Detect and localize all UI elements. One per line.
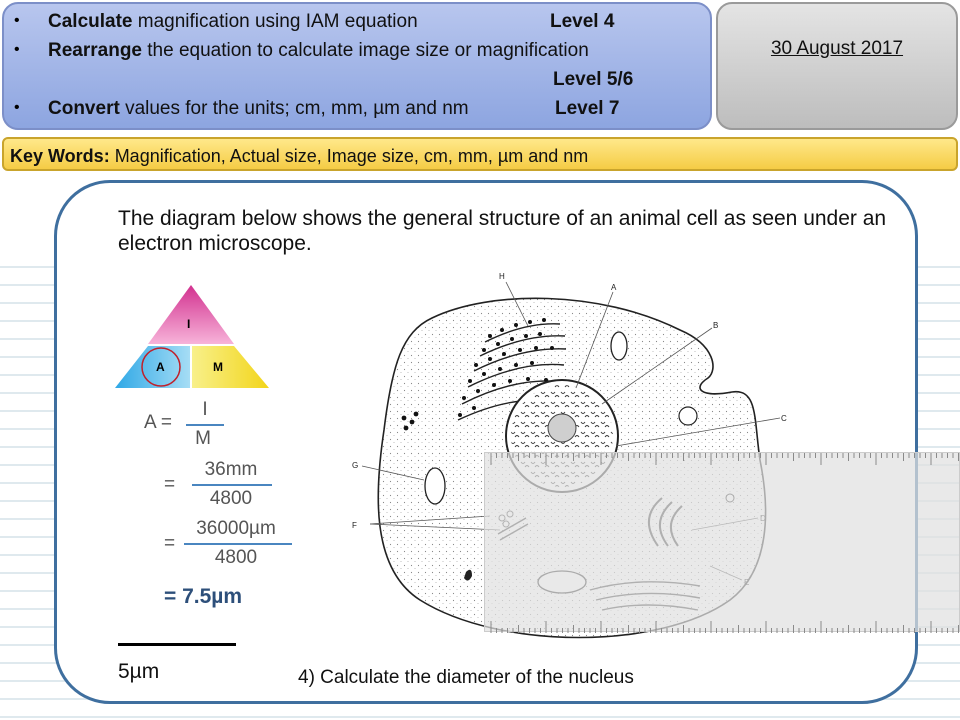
- objective-1: Calculate magnification using IAM equati…: [48, 11, 418, 32]
- triangle-label-m: M: [213, 360, 223, 374]
- fraction-3-denominator: 4800: [214, 547, 258, 568]
- triangle-label-a: A: [156, 360, 165, 374]
- equals-sign-3: =: [164, 533, 176, 554]
- label-g: G: [352, 461, 358, 470]
- mitochondrion-left: [424, 467, 446, 505]
- triangle-right-section: [192, 346, 269, 388]
- fraction-2-line: [192, 484, 272, 486]
- bullet-3: •: [14, 99, 20, 116]
- intro-text: The diagram below shows the general stru…: [118, 207, 887, 255]
- fraction-1-denominator: M: [195, 428, 211, 449]
- fraction-1-numerator: I: [202, 399, 208, 420]
- objective-2: Rearrange the equation to calculate imag…: [48, 40, 589, 61]
- date-box: 30 August 2017: [716, 2, 958, 130]
- vesicle: [678, 406, 698, 426]
- fraction-1-line: [186, 424, 224, 426]
- label-b: B: [713, 321, 718, 330]
- iam-triangle: [115, 285, 269, 388]
- fraction-3-numerator: 36000µm: [196, 518, 276, 539]
- triangle-left-section: [115, 346, 190, 388]
- bullet-1: •: [14, 12, 20, 29]
- lesson-date: 30 August 2017: [770, 38, 904, 59]
- question-text: 4) Calculate the diameter of the nucleus: [298, 667, 634, 688]
- objective-1-level: Level 4: [550, 11, 615, 32]
- keywords-bar: Key Words: Magnification, Actual size, I…: [2, 137, 958, 171]
- keywords-text: Magnification, Actual size, Image size, …: [109, 146, 589, 166]
- triangle-top-section: [148, 285, 234, 344]
- objective-3-level: Level 7: [555, 98, 620, 119]
- label-a: A: [611, 283, 617, 292]
- scale-bar: [118, 643, 236, 646]
- scale-bar-label: 5µm: [118, 660, 160, 683]
- objective-3: Convert values for the units; cm, mm, µm…: [48, 98, 469, 119]
- answer: = 7.5µm: [164, 585, 243, 608]
- fraction-2-denominator: 4800: [209, 488, 253, 509]
- equals-sign-2: =: [164, 474, 176, 495]
- label-f: F: [352, 521, 357, 530]
- lysosome: [464, 569, 472, 581]
- bullet-2: •: [14, 41, 20, 58]
- objectives-box: [2, 2, 712, 130]
- keywords-label: Key Words:: [10, 146, 110, 166]
- mitochondrion-top: [610, 331, 628, 361]
- ribosomes: [401, 318, 554, 431]
- nucleolus: [547, 413, 577, 443]
- label-c: C: [781, 414, 787, 423]
- triangle-label-i: I: [187, 317, 191, 331]
- objective-2-level: Level 5/6: [553, 69, 634, 90]
- circle-highlight: [141, 347, 181, 387]
- fraction-2-numerator: 36mm: [204, 459, 258, 480]
- equation-lhs: A =: [144, 412, 172, 433]
- fraction-3-line: [184, 543, 292, 545]
- ruler-ticks: [490, 453, 959, 633]
- ruler-overlay[interactable]: [484, 452, 960, 633]
- label-h: H: [499, 272, 505, 281]
